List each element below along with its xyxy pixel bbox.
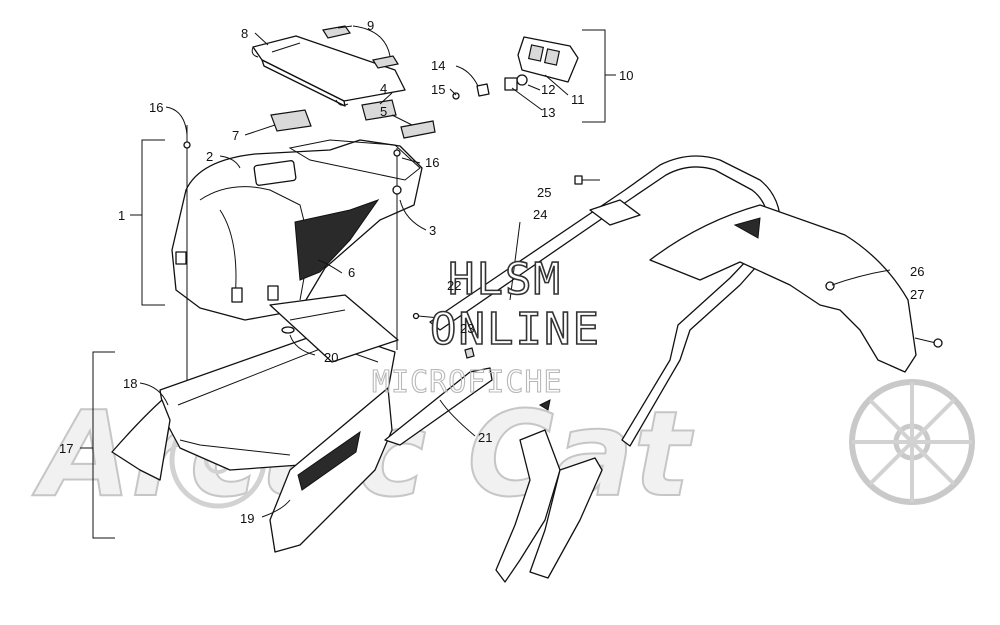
callout-19: 19 [240,511,254,526]
callout-23: 23 [460,321,474,336]
watermark-text: HLSM ONLINE MICROFICHE [371,253,601,400]
callout-17: 17 [59,441,73,456]
part-bulb-12 [504,74,528,91]
callout-1: 1 [118,208,125,223]
part-grommet-20 [281,326,295,334]
callout-5: 5 [380,104,387,119]
callout-labels: 1 2 3 4 5 6 7 8 9 10 11 12 13 14 15 16 1… [59,18,924,526]
callout-27: 27 [910,287,924,302]
part-floor-tray [269,294,399,363]
bracket-17 [80,351,115,539]
part-tape-7 [270,109,312,132]
callout-25: 25 [537,185,551,200]
callout-14: 14 [431,58,445,73]
callout-12: 12 [541,82,555,97]
callout-26: 26 [910,264,924,279]
part-tapes-4-5 [361,99,436,139]
watermark-line1: HLSM [448,254,562,305]
part-bracket-21 [384,367,603,583]
callout-24: 24 [533,207,547,222]
callout-3: 3 [429,223,436,238]
callout-6: 6 [348,265,355,280]
part-clip-3 [392,185,402,195]
callout-4: 4 [380,81,387,96]
callout-7: 7 [232,128,239,143]
part-screw-27 [914,337,943,348]
callout-15: 15 [431,82,445,97]
part-taillight-11 [517,36,579,83]
part-panel-19 [269,387,393,553]
callout-8: 8 [241,26,248,41]
part-cowl-2 [171,139,423,321]
part-nut-14-15 [452,83,490,100]
callout-22: 22 [447,278,461,293]
bracket-1 [130,139,165,306]
callout-20: 20 [324,350,338,365]
callout-11: 11 [571,92,585,107]
callout-18: 18 [123,376,137,391]
leader-lines [139,25,891,518]
callout-13: 13 [541,105,555,120]
callout-9: 9 [367,18,374,33]
callout-16-left: 16 [149,100,163,115]
part-flap-26 [649,204,917,373]
part-bolt-25 [574,175,600,185]
watermark-line2: ONLINE [430,304,601,355]
callout-16-right: 16 [425,155,439,170]
callout-2: 2 [206,149,213,164]
part-rail-24 [429,155,782,447]
callout-10: 10 [619,68,633,83]
watermark-wheel [849,379,975,505]
bracket-10 [582,29,616,123]
part-tray-8 [251,35,406,107]
callout-21: 21 [478,430,492,445]
part-nut-23 [464,347,475,359]
watermark-line3: MICROFICHE [372,365,563,400]
part-clips-9 [322,25,399,69]
